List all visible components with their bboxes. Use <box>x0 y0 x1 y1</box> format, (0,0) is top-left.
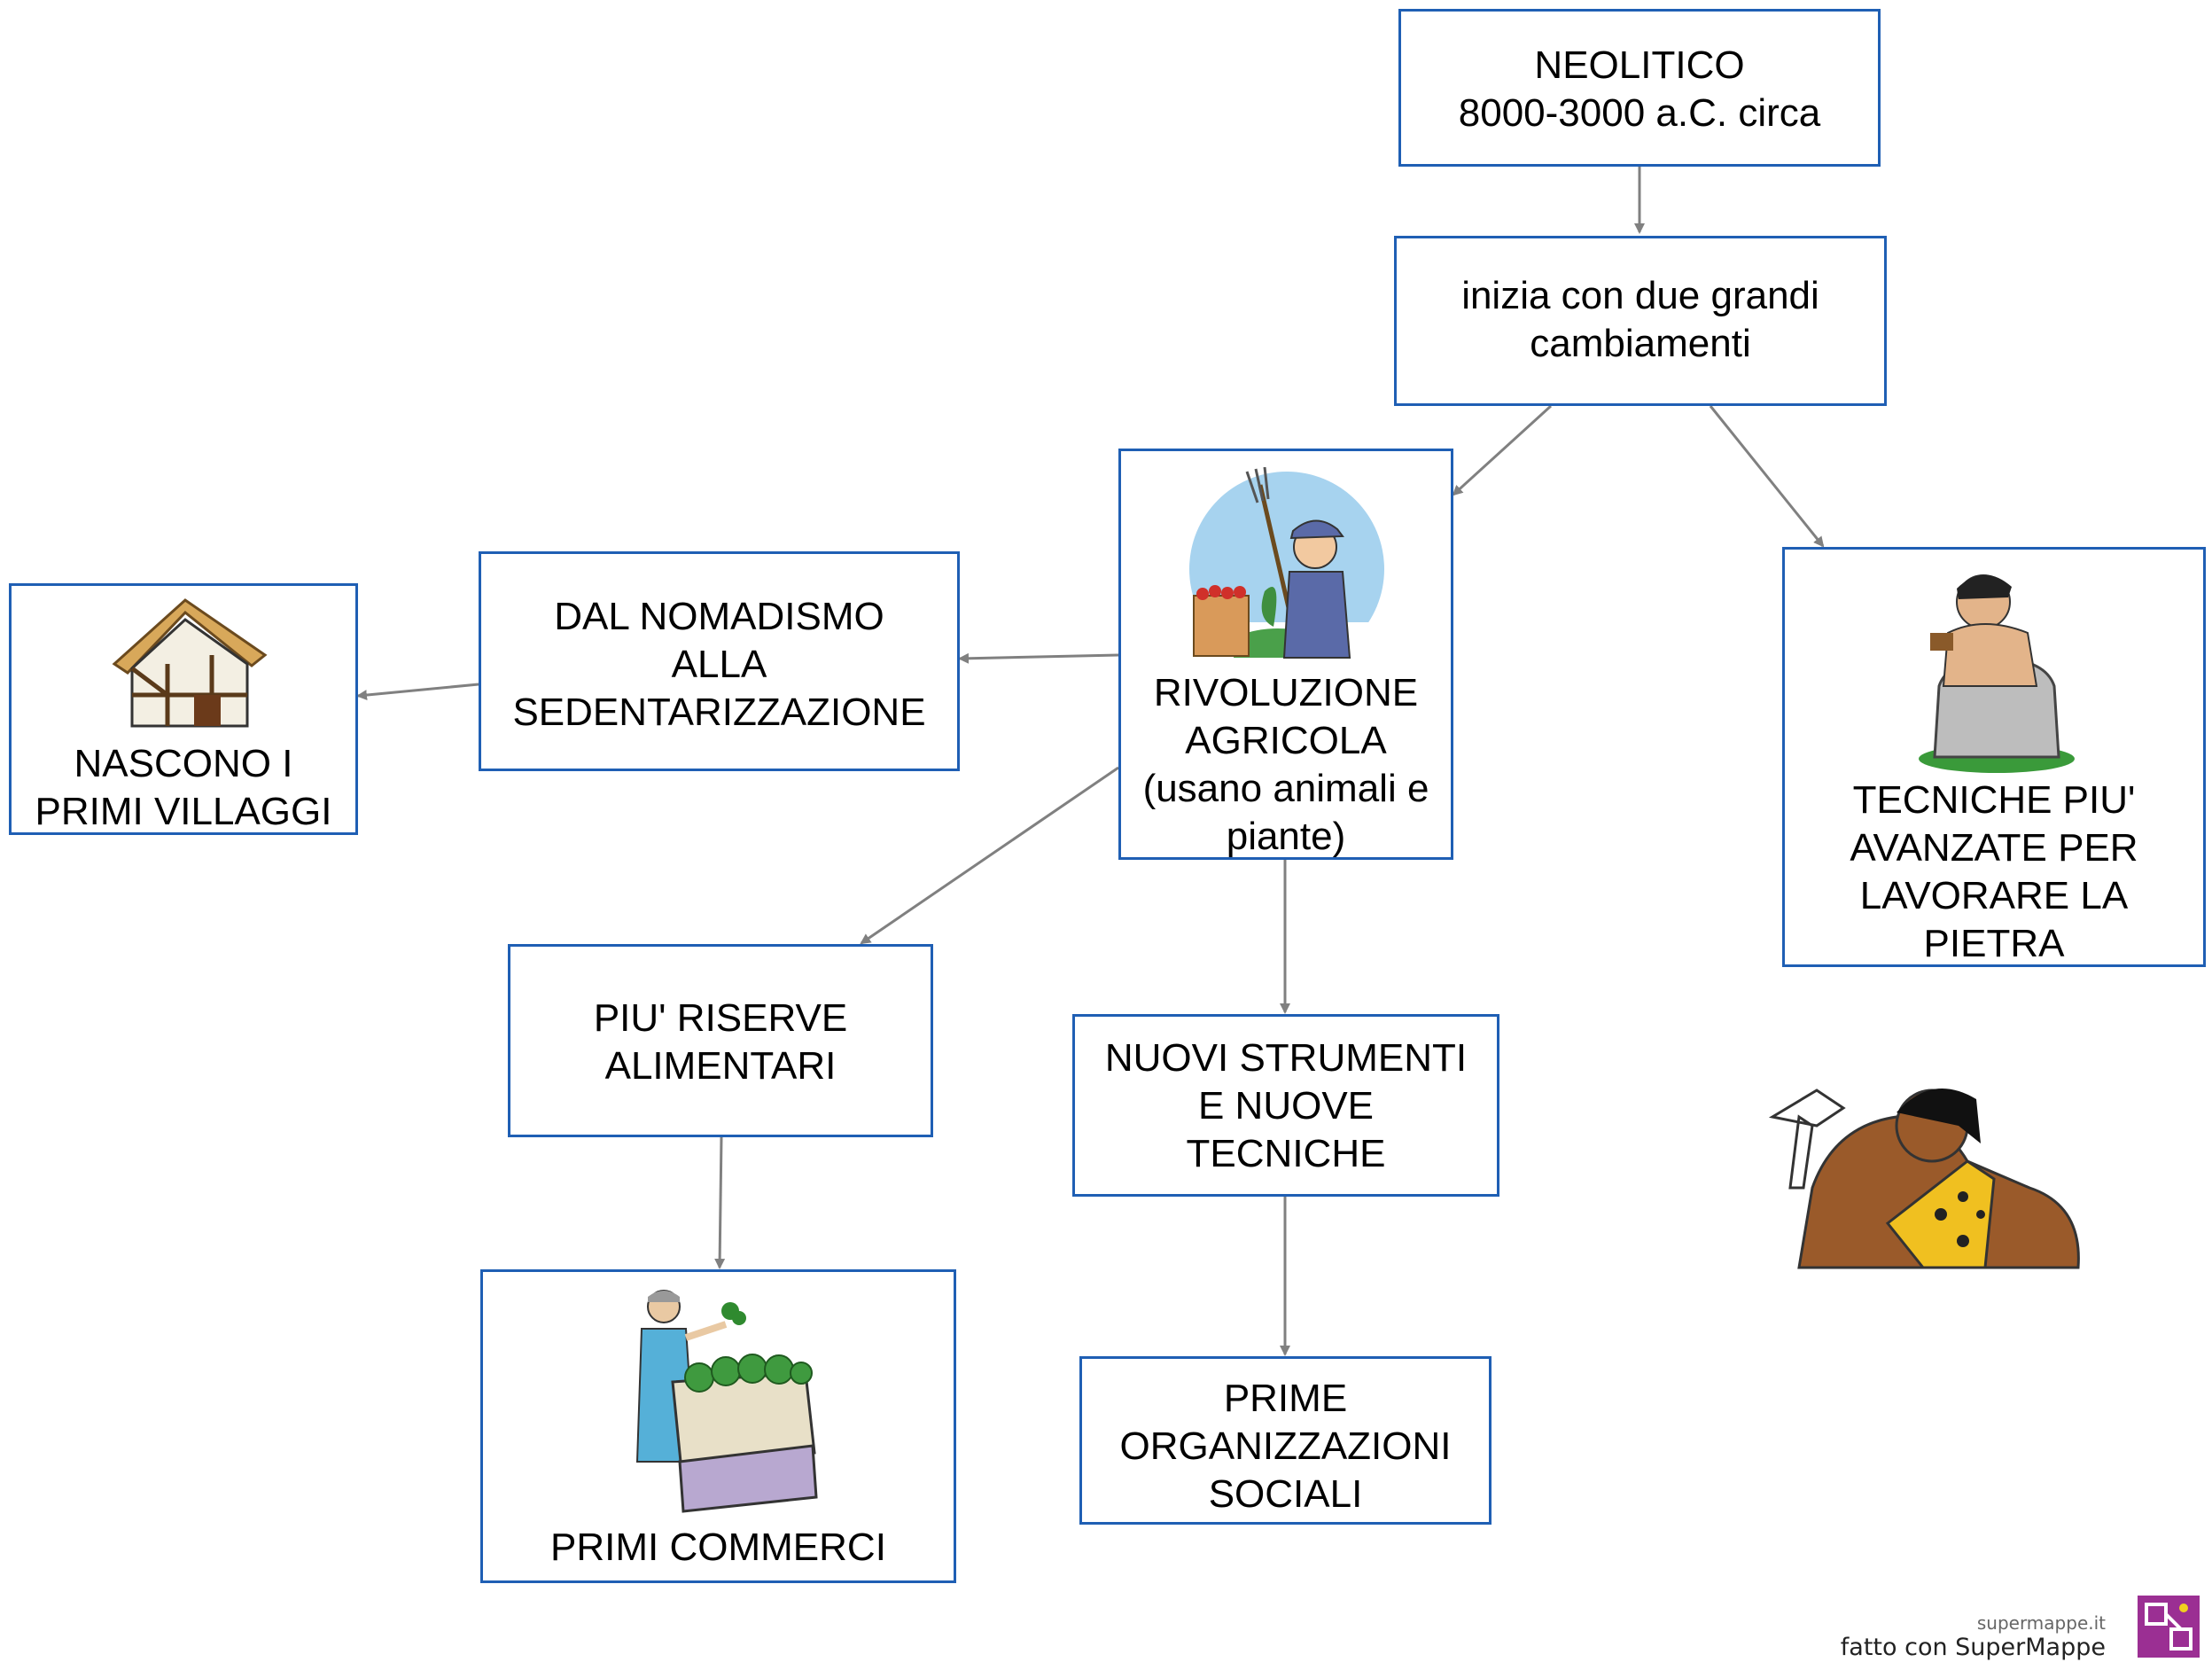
node-nomadismo[interactable]: DAL NOMADISMO ALLA SEDENTARIZZAZIONE <box>479 551 960 771</box>
node-commerci-label: PRIMI COMMERCI <box>550 1526 886 1569</box>
node-riserve[interactable]: PIU' RISERVE ALIMENTARI <box>508 944 933 1137</box>
node-tecniche-pietra[interactable]: TECNICHE PIU' AVANZATE PER LAVORARE LA P… <box>1782 547 2206 967</box>
node-villaggi-label: NASCONO I PRIMI VILLAGGI <box>35 742 332 833</box>
node-riserve-label: PIU' RISERVE ALIMENTARI <box>593 996 848 1088</box>
node-rivoluzione-agricola[interactable]: RIVOLUZIONE AGRICOLA (usano animali e pi… <box>1118 449 1453 860</box>
footer-made-with: fatto con SuperMappe <box>1840 1634 2106 1661</box>
arrow-riserve-commerci <box>714 1136 726 1269</box>
stone-worker-icon <box>1919 574 2075 773</box>
arrow-cambiamenti-tecniche <box>1709 405 1825 548</box>
node-cambiamenti-label: inizia con due grandi cambiamenti <box>1461 274 1819 365</box>
footer-site[interactable]: supermappe.it <box>1976 1612 2106 1634</box>
node-commerci[interactable]: PRIMI COMMERCI <box>480 1269 956 1583</box>
node-strumenti[interactable]: NUOVI STRUMENTI E NUOVE TECNICHE <box>1072 1014 1499 1197</box>
node-tecniche-pietra-label: TECNICHE PIU' AVANZATE PER LAVORARE LA P… <box>1850 778 2138 965</box>
arrow-rivoluzione-nomadismo <box>958 652 1119 664</box>
caveman-icon <box>1768 1089 2080 1269</box>
node-nomadismo-label: DAL NOMADISMO ALLA SEDENTARIZZAZIONE <box>512 595 926 734</box>
node-neolitico-label: NEOLITICO 8000-3000 a.C. circa <box>1458 43 1821 135</box>
house-icon <box>112 598 268 728</box>
arrow-rivoluzione-riserve <box>860 766 1119 945</box>
node-rivoluzione-agricola-label: RIVOLUZIONE AGRICOLA (usano animali e pi… <box>1142 671 1429 858</box>
node-organizzazioni-label: PRIME ORGANIZZAZIONI SOCIALI <box>1119 1377 1452 1516</box>
node-cambiamenti[interactable]: inizia con due grandi cambiamenti <box>1394 236 1887 406</box>
node-neolitico[interactable]: NEOLITICO 8000-3000 a.C. circa <box>1398 9 1881 167</box>
market-woman-icon <box>635 1290 818 1513</box>
supermappe-logo-icon[interactable] <box>2138 1596 2200 1658</box>
arrow-cambiamenti-rivoluzione <box>1452 404 1553 496</box>
arrow-nomadismo-villaggi <box>356 683 479 701</box>
farmer-icon <box>1189 467 1384 680</box>
footer-credit: supermappe.it fatto con SuperMappe <box>1841 1612 2106 1661</box>
node-organizzazioni[interactable]: PRIME ORGANIZZAZIONI SOCIALI <box>1079 1356 1492 1525</box>
node-strumenti-label: NUOVI STRUMENTI E NUOVE TECNICHE <box>1104 1036 1468 1175</box>
node-villaggi[interactable]: NASCONO I PRIMI VILLAGGI <box>9 583 358 835</box>
